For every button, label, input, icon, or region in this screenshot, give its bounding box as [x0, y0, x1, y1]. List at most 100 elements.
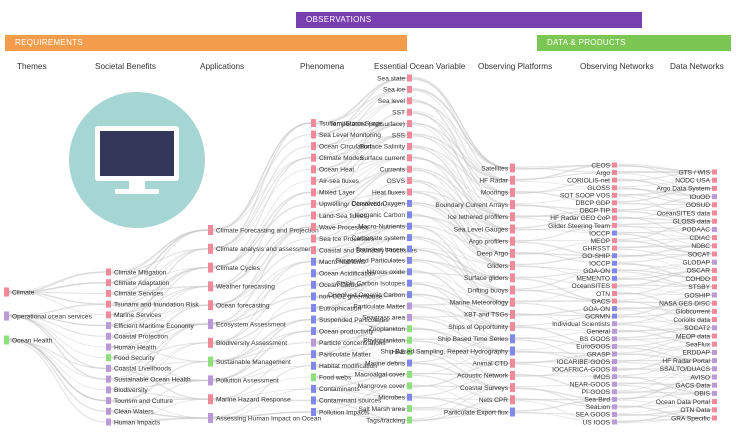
node-label-ecosystem-assessment: Ecosystem Assessment	[216, 321, 286, 328]
node-ecosystem-assessment	[208, 319, 213, 329]
node-label-macro-nutrients: Macro Nutrients	[319, 259, 366, 266]
node-gacs	[612, 298, 617, 304]
node-label-currents: Currents	[380, 167, 406, 174]
node-label-marine-hazard-response: Marine Hazard Response	[216, 397, 291, 404]
flow-link	[315, 157, 408, 206]
flow-link	[212, 388, 312, 420]
node-label-ghrsst: GHRSST	[583, 245, 610, 252]
node-label-climate-forecasting-and-projection: Climate Forecasting and Projection	[216, 227, 319, 234]
flow-link	[514, 179, 613, 194]
flow-link	[110, 342, 209, 391]
flow-link	[8, 314, 107, 337]
flow-link	[411, 101, 511, 169]
node-meop-data	[712, 333, 717, 339]
node-label-surface-current: Surface current	[360, 155, 405, 162]
node-marine-services	[106, 311, 111, 319]
node-particulate-matter	[407, 302, 412, 310]
node-label-mangrove-cover: Mangrove cover	[358, 383, 406, 390]
node-particle-concentrations	[311, 338, 316, 347]
node-label-ceos: CEOS	[591, 162, 610, 169]
flow-link	[514, 338, 613, 351]
node-label-cohdo: COHDO	[685, 276, 710, 283]
flow-link	[616, 245, 713, 258]
node-argo-data-system	[712, 185, 717, 191]
node-label-aviso: AVISO	[690, 374, 710, 381]
node-label-assessing-human-impact-on-ocean: Assessing Human Impact on Ocean	[216, 415, 322, 422]
flow-link	[212, 307, 312, 345]
flow-link	[514, 412, 613, 415]
node-label-grasp: GRASP	[587, 351, 611, 358]
node-ship-based-sampling-repeat-hydrography	[510, 346, 515, 356]
column-header-themes: Themes	[17, 62, 47, 71]
node-weather-forecasting	[208, 281, 213, 292]
node-eutrophication	[311, 303, 316, 312]
node-label-individual-scientists: Individual Scientists	[552, 321, 611, 328]
flow-link	[411, 338, 511, 363]
column-header-observing-networks: Observing Networks	[580, 62, 654, 71]
node-sea-goos	[612, 411, 617, 417]
node-ocean-circulation	[311, 142, 316, 151]
node-label-socat: SOCAT	[688, 251, 710, 258]
flow-link	[616, 171, 713, 182]
flow-link	[514, 307, 613, 317]
flow-link	[616, 302, 713, 325]
flow-link	[616, 384, 713, 403]
node-label-xbt-and-tsgs: XBT and TSGs	[464, 312, 509, 319]
flow-link	[411, 261, 511, 315]
node-suspended-particulates	[311, 315, 316, 324]
flow-link	[514, 228, 613, 234]
node-label-gloss: GLOSS	[587, 185, 610, 192]
flow-link	[110, 417, 209, 424]
node-label-globcurrent: Globcurrent	[676, 309, 711, 316]
node-gts-wis	[712, 169, 717, 175]
node-gosud	[712, 202, 717, 208]
node-pi-goos	[612, 389, 617, 395]
node-label-gra-specific: GRA Specific	[671, 415, 711, 422]
node-sea-level-monitoring	[311, 130, 316, 139]
node-label-marine-debris: Marine debris	[365, 360, 406, 367]
node-label-ship-based-sampling-repeat-hydrography: Ship Based Sampling, Repeat Hydrography	[380, 348, 508, 355]
node-label-inorganic-carbon: Inorganic Carbon	[354, 212, 405, 219]
node-aviso	[712, 374, 717, 380]
node-label-microbes: Microbes	[378, 395, 405, 402]
flow-link	[315, 203, 408, 251]
flow-link	[110, 286, 209, 349]
flow-link	[8, 340, 107, 369]
node-acoustic-network	[510, 370, 515, 380]
node-label-meop-data: MEOP data	[676, 333, 710, 340]
flow-link	[514, 368, 613, 377]
node-memento	[612, 275, 617, 281]
node-cdiac	[712, 235, 717, 241]
node-imos	[612, 374, 617, 380]
flow-link	[315, 316, 408, 354]
observations-band: OBSERVATIONS	[296, 12, 642, 28]
node-contaminants	[311, 384, 316, 393]
flow-link	[8, 290, 107, 316]
node-socat2	[712, 325, 717, 331]
flow-link	[616, 327, 713, 339]
flow-link	[616, 360, 713, 377]
flow-link	[411, 247, 511, 266]
flow-link	[616, 204, 713, 220]
node-label-hf-radar-geo-cop: HF Radar GEO CoP	[550, 215, 610, 222]
node-label-sea-goos: SEA GOOS	[576, 412, 611, 419]
node-efficient-maritime-economy	[106, 322, 111, 330]
flow-link	[616, 269, 713, 287]
node-coastal-surveys	[510, 383, 515, 393]
node-label-cdiac: CDIAC	[689, 235, 710, 242]
node-seaflux	[712, 341, 717, 347]
node-human-impacts	[106, 418, 111, 426]
node-particulate-export-flux	[510, 407, 515, 417]
flow-link	[514, 265, 613, 279]
node-label-iocafrica-goos: IOCAFRICA-GOOS	[552, 366, 610, 373]
column-header-eov: Essential Ocean Variable	[374, 62, 466, 71]
node-label-deep-argo: Deep Argo	[477, 251, 508, 258]
data-products-band-label: DATA & PRODUCTS	[547, 38, 626, 47]
flow-link	[212, 214, 312, 289]
flow-link	[212, 295, 312, 324]
flow-link	[411, 272, 511, 279]
node-label-gosud: GOSUD	[686, 202, 710, 209]
node-label-sustainable-ocean-health: Sustainable Ocean Health	[114, 376, 191, 383]
node-ocean-heat	[311, 165, 316, 174]
flow-link	[315, 225, 408, 264]
